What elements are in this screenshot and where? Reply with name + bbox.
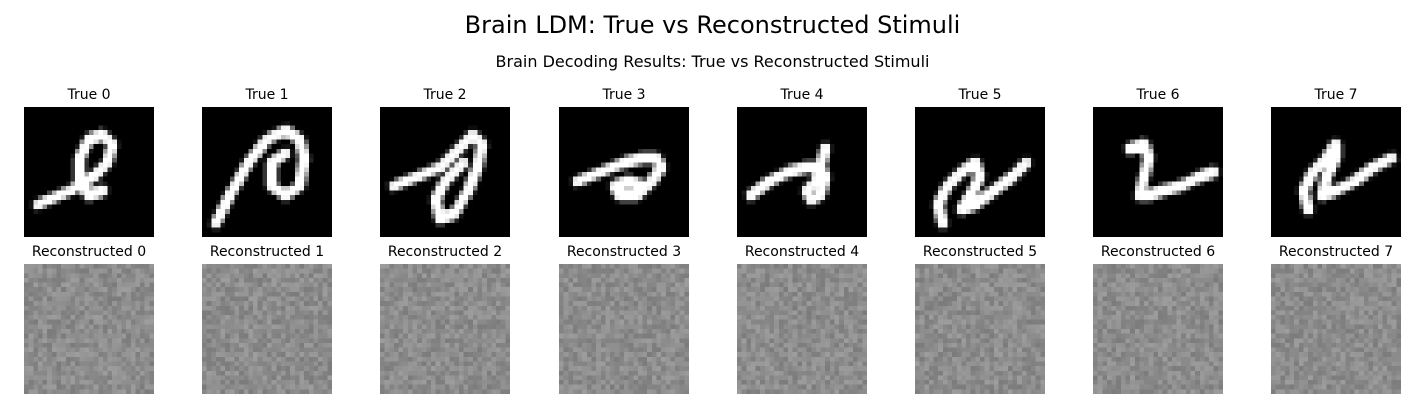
reconstructed-stimulus-image [1271, 264, 1401, 394]
reconstructed-stimulus-image [380, 264, 510, 394]
reconstructed-stimulus-image [559, 264, 689, 394]
true-stimulus-image [737, 107, 867, 237]
true-stimulus-image [380, 107, 510, 237]
true-panel-label: True 3 [602, 87, 646, 103]
reconstructed-panel-label: Reconstructed 1 [209, 244, 325, 260]
reconstructed-stimulus-image [24, 264, 154, 394]
reconstructed-panel-label: Reconstructed 6 [1100, 244, 1216, 260]
reconstructed-panel-label: Reconstructed 2 [387, 244, 503, 260]
true-stimulus-image [1093, 107, 1223, 237]
true-panel-label: True 2 [423, 87, 467, 103]
reconstructed-panel-label: Reconstructed 3 [566, 244, 682, 260]
true-stimulus-image [915, 107, 1045, 237]
true-stimulus-image [202, 107, 332, 237]
true-stimulus-image [1271, 107, 1401, 237]
true-panel-label: True 7 [1314, 87, 1358, 103]
figure-subtitle: Brain Decoding Results: True vs Reconstr… [495, 52, 930, 71]
reconstructed-panel-label: Reconstructed 0 [31, 244, 147, 260]
true-stimulus-image [24, 107, 154, 237]
reconstructed-panel-label: Reconstructed 7 [1278, 244, 1394, 260]
reconstructed-panel-label: Reconstructed 4 [744, 244, 860, 260]
reconstructed-panel-label: Reconstructed 5 [922, 244, 1038, 260]
true-panel-label: True 6 [1136, 87, 1180, 103]
true-panel-label: True 0 [67, 87, 111, 103]
reconstructed-stimulus-image [915, 264, 1045, 394]
true-panel-label: True 5 [958, 87, 1002, 103]
true-panel-label: True 1 [245, 87, 289, 103]
reconstructed-stimulus-image [202, 264, 332, 394]
true-panel-label: True 4 [780, 87, 824, 103]
reconstructed-stimulus-image [1093, 264, 1223, 394]
reconstructed-stimulus-image [737, 264, 867, 394]
true-stimulus-image [559, 107, 689, 237]
figure-title: Brain LDM: True vs Reconstructed Stimuli [464, 11, 961, 39]
